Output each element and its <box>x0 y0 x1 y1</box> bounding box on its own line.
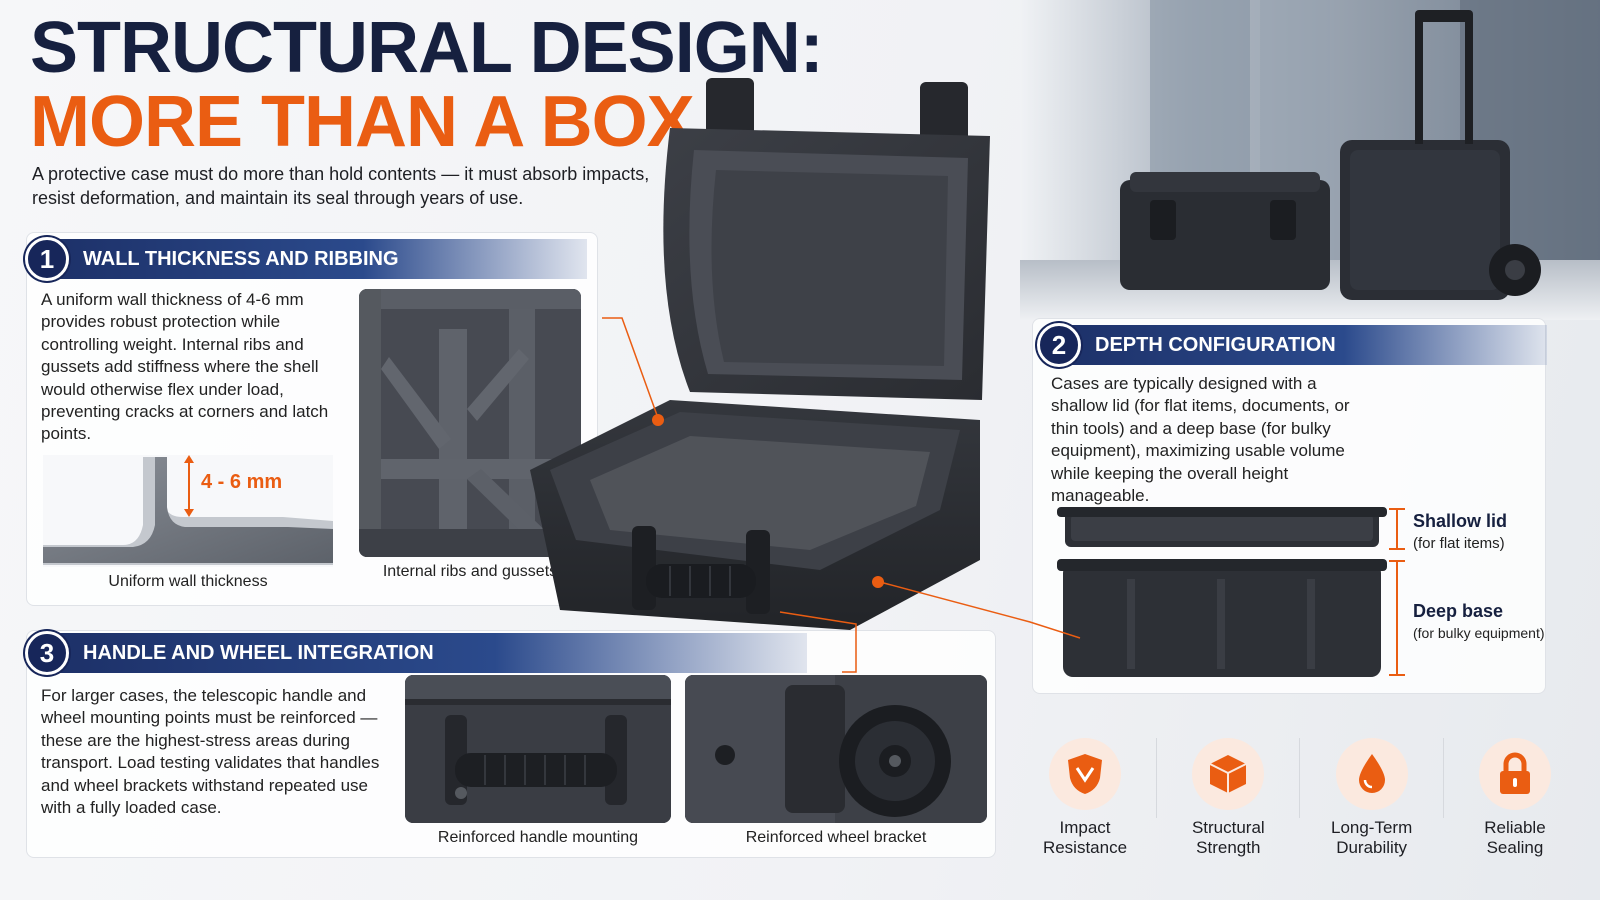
open-case-illustration <box>520 70 990 640</box>
section-1-number: 1 <box>25 237 69 281</box>
wheel-photo <box>685 675 987 823</box>
feature-reliable-sealing: Reliable Sealing <box>1460 738 1570 858</box>
lid-label: Shallow lid <box>1413 511 1508 531</box>
feature-2-line2: Strength <box>1196 838 1261 857</box>
feature-1-line1: Impact <box>1059 818 1111 837</box>
feature-3-line1: Long-Term <box>1330 818 1413 837</box>
depth-diagram <box>1057 503 1417 683</box>
feature-row: Impact Resistance Structural Strength Lo… <box>1030 738 1570 858</box>
section-1-header: 1 WALL THICKNESS AND RIBBING <box>25 237 587 281</box>
feature-long-term-durability: Long-Term Durability <box>1317 738 1427 858</box>
section-2-number: 2 <box>1037 323 1081 367</box>
feature-impact-resistance: Impact Resistance <box>1030 738 1140 858</box>
feature-1-line2: Resistance <box>1042 838 1128 857</box>
caption-wall-thickness: Uniform wall thickness <box>108 573 268 590</box>
handle-photo <box>405 675 671 823</box>
section-3-title: HANDLE AND WHEEL INTEGRATION <box>83 641 434 664</box>
section-2-header: 2 DEPTH CONFIGURATION <box>1037 323 1547 367</box>
base-label: Deep base <box>1413 601 1504 621</box>
lid-sublabel: (for flat items) <box>1413 535 1505 552</box>
feature-structural-strength: Structural Strength <box>1173 738 1283 858</box>
lock-icon <box>1478 738 1551 810</box>
title-line-1: STRUCTURAL DESIGN: <box>30 8 824 88</box>
divider <box>1156 738 1158 818</box>
warehouse-backdrop <box>1020 0 1600 320</box>
cube-icon <box>1192 738 1265 810</box>
caption-wheel: Reinforced wheel bracket <box>745 829 927 846</box>
section-1-title: WALL THICKNESS AND RIBBING <box>83 247 399 270</box>
section-depth-configuration: 2 DEPTH CONFIGURATION Cases are typicall… <box>1032 318 1547 694</box>
section-wall-thickness: 1 WALL THICKNESS AND RIBBING A uniform w… <box>25 232 598 606</box>
wall-cross-section: 4 - 6 mm <box>43 455 333 567</box>
caption-ribs: Internal ribs and gussets <box>382 563 558 580</box>
title-line-2: MORE THAN A BOX <box>30 82 695 162</box>
section-handle-wheel: 3 HANDLE AND WHEEL INTEGRATION For large… <box>25 630 996 858</box>
section-3-header: 3 HANDLE AND WHEEL INTEGRATION <box>25 631 807 675</box>
feature-2-line1: Structural <box>1191 818 1265 837</box>
feature-4-line2: Sealing <box>1486 838 1544 857</box>
divider <box>1299 738 1301 818</box>
section-2-title: DEPTH CONFIGURATION <box>1095 333 1336 356</box>
dimension-label: 4 - 6 mm <box>201 471 283 493</box>
drop-icon <box>1335 738 1408 810</box>
caption-handle: Reinforced handle mounting <box>437 829 639 846</box>
ribs-photo <box>359 289 581 557</box>
base-sublabel: (for bulky equipment) <box>1413 625 1545 641</box>
section-3-body: For larger cases, the telescopic handle … <box>41 686 380 818</box>
intro-text: A protective case must do more than hold… <box>32 164 650 208</box>
section-2-body: Cases are typically designed with a shal… <box>1051 374 1350 506</box>
section-1-body: A uniform wall thickness of 4-6 mm provi… <box>41 290 329 444</box>
feature-4-line1: Reliable <box>1484 818 1546 837</box>
shield-icon <box>1049 738 1121 810</box>
divider <box>1442 738 1444 818</box>
feature-3-line2: Durability <box>1336 838 1408 857</box>
section-3-number: 3 <box>25 631 69 675</box>
